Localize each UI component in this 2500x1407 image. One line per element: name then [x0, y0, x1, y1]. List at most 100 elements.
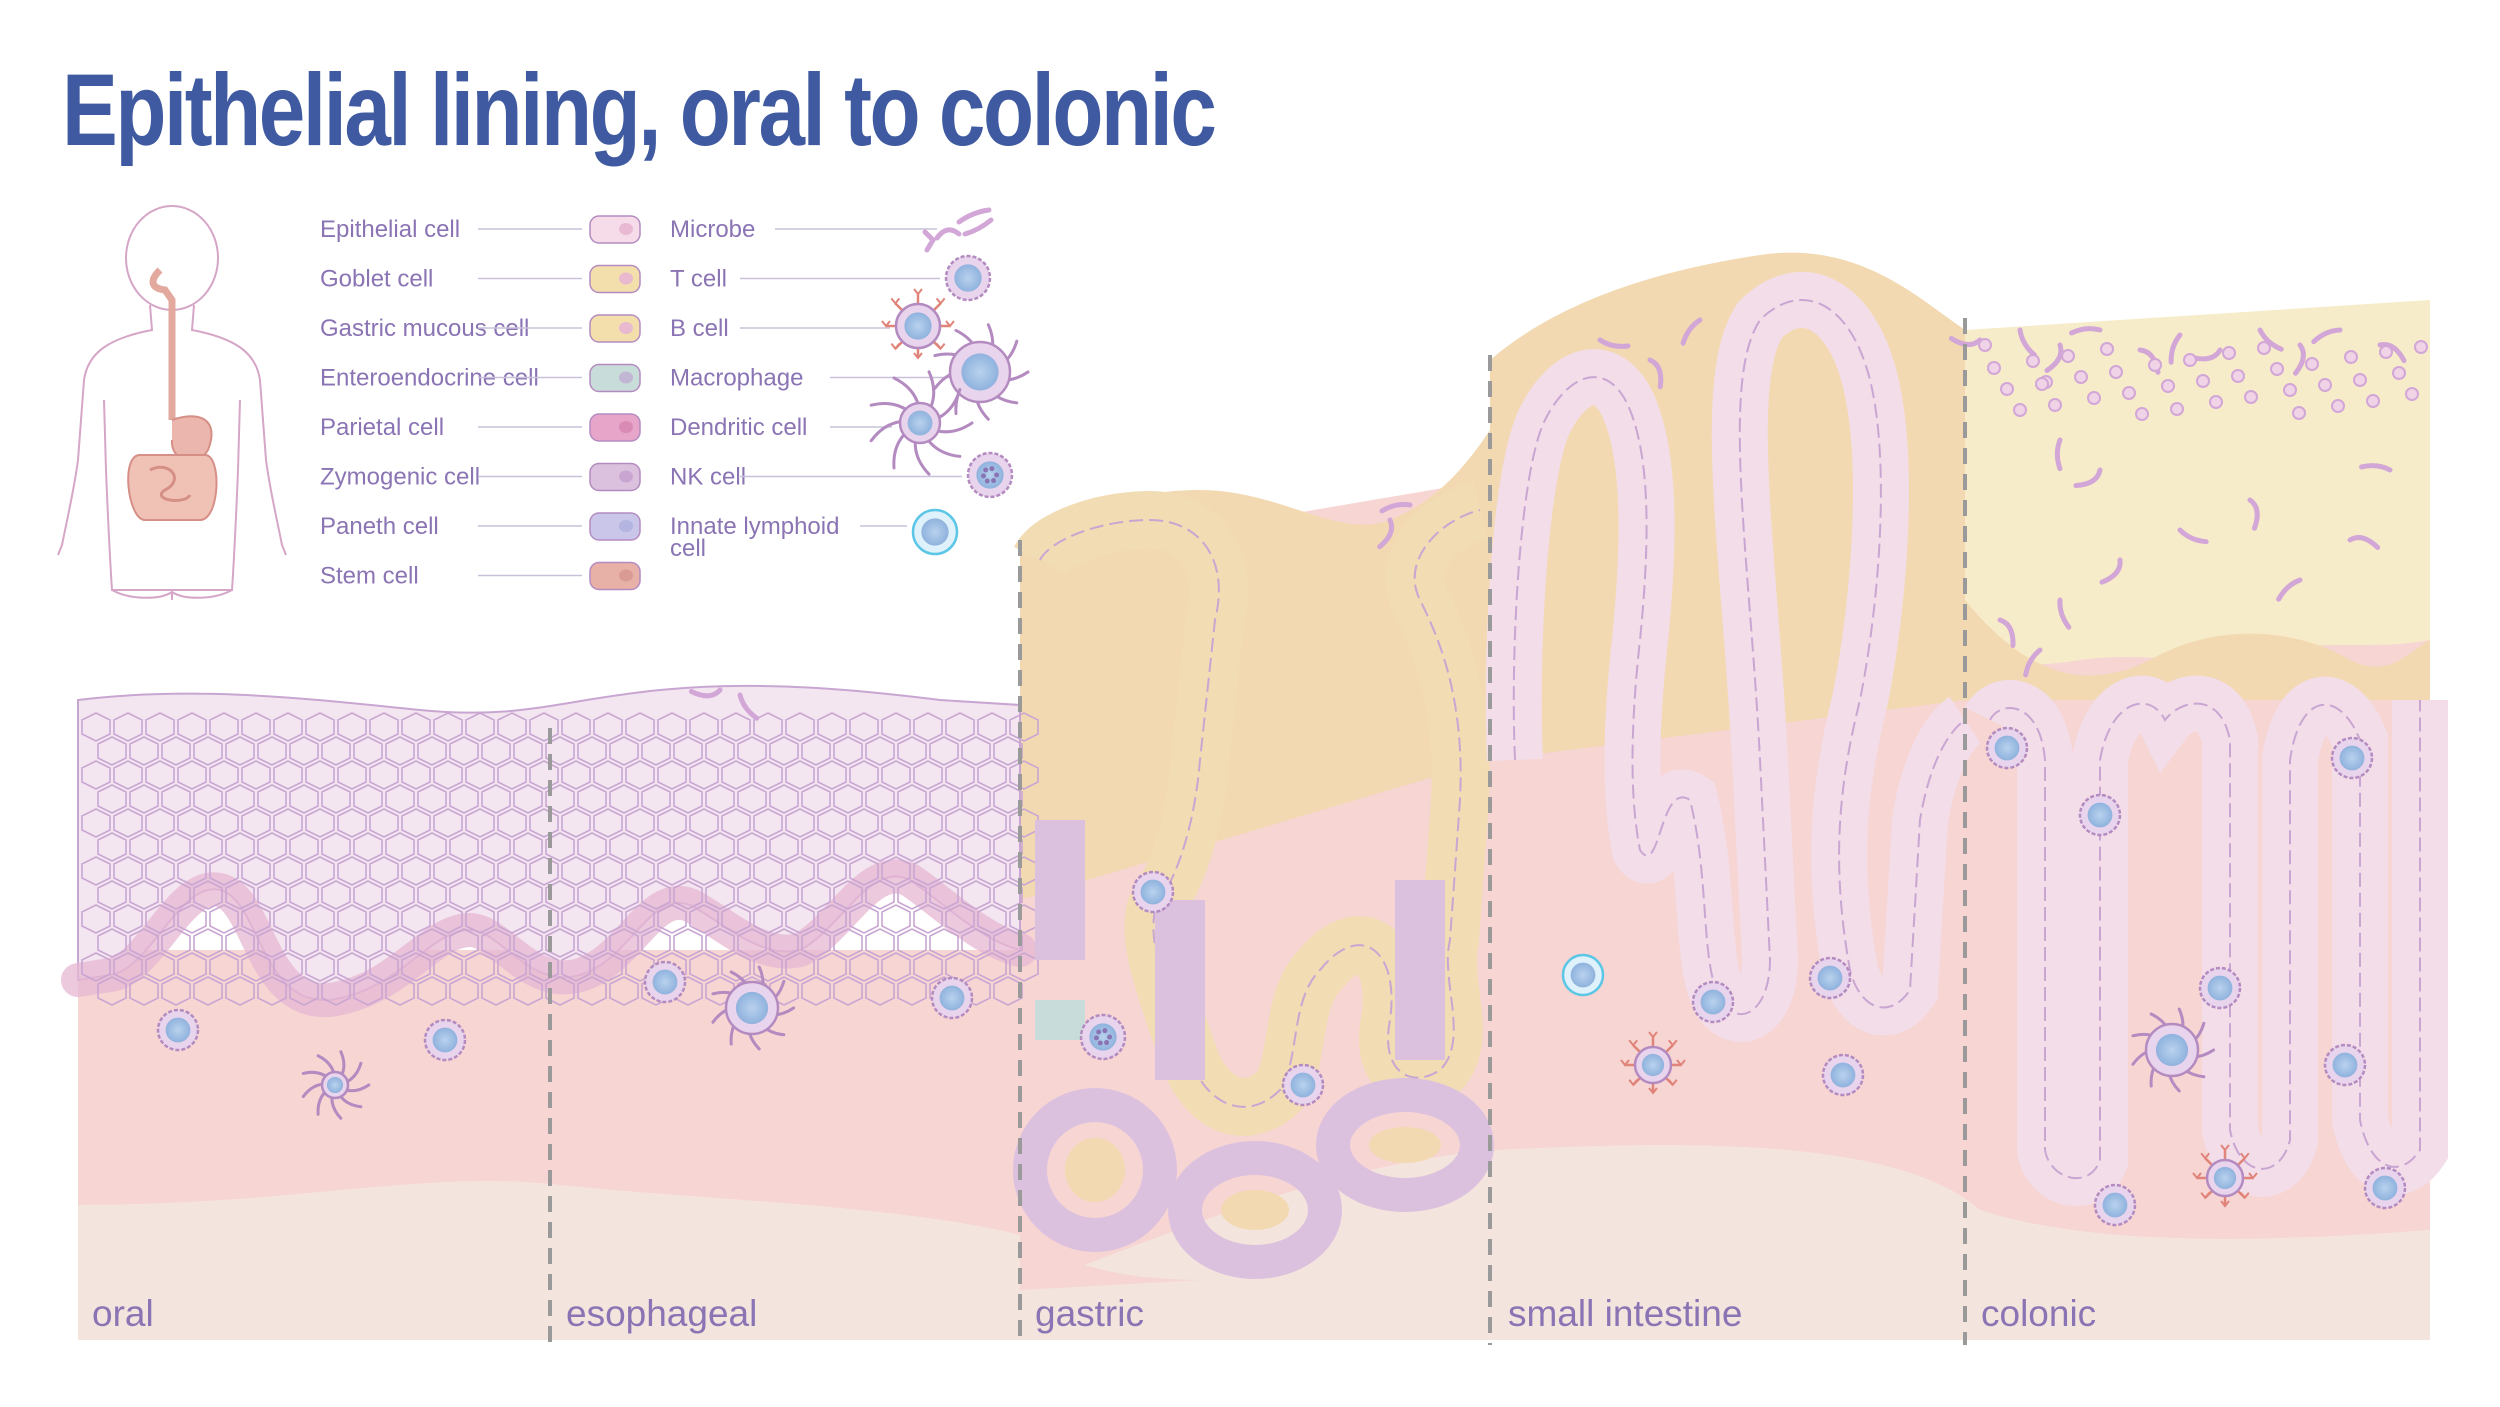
- squamous-cell: [673, 880, 703, 910]
- squamous-cell: [417, 736, 447, 766]
- squamous-cell: [833, 928, 863, 958]
- squamous-cell: [97, 736, 127, 766]
- squamous-cell: [401, 712, 431, 742]
- squamous-cell: [849, 856, 879, 886]
- squamous-cell: [385, 784, 415, 814]
- squamous-cell: [225, 832, 255, 862]
- squamous-cell: [193, 784, 223, 814]
- legend-label: Parietal cell: [320, 414, 444, 441]
- squamous-cell: [273, 808, 303, 838]
- squamous-cell: [401, 952, 431, 982]
- squamous-cell: [609, 832, 639, 862]
- squamous-cell: [225, 928, 255, 958]
- microbe: [1680, 317, 1703, 346]
- squamous-cell: [897, 784, 927, 814]
- squamous-cell: [817, 952, 847, 982]
- squamous-cell: [721, 856, 751, 886]
- squamous-cell: [561, 904, 591, 934]
- squamous-cell: [801, 832, 831, 862]
- squamous-cell: [929, 880, 959, 910]
- microbe-coccus: [2109, 365, 2123, 379]
- squamous-cell: [865, 832, 895, 862]
- region-dividers: [548, 318, 1967, 1345]
- microbe-coccus: [2392, 366, 2406, 380]
- t-cell-icon: [1808, 956, 1852, 1000]
- squamous-cell: [353, 784, 383, 814]
- squamous-cell: [337, 712, 367, 742]
- squamous-cell: [737, 880, 767, 910]
- squamous-cell: [193, 832, 223, 862]
- squamous-cell: [129, 928, 159, 958]
- squamous-cell: [481, 736, 511, 766]
- squamous-cell: [577, 928, 607, 958]
- t-cell-icon: [1821, 1053, 1865, 1097]
- squamous-cell: [785, 856, 815, 886]
- epithelial-cell-icon: [589, 215, 641, 244]
- microbe-coccus: [2161, 379, 2175, 393]
- microbe-icon: [922, 207, 994, 253]
- squamous-cell: [785, 952, 815, 982]
- squamous-cell: [609, 976, 639, 1006]
- squamous-cell: [177, 712, 207, 742]
- squamous-cell: [385, 880, 415, 910]
- t-cell-icon: [423, 1018, 467, 1062]
- squamous-cell: [129, 976, 159, 1006]
- squamous-cell: [865, 736, 895, 766]
- squamous-cell: [609, 880, 639, 910]
- b-cell-icon: [1620, 1031, 1686, 1095]
- legend-label: Epithelial cell: [320, 216, 460, 243]
- microbe-coccus: [2405, 387, 2419, 401]
- squamous-cell: [497, 712, 527, 742]
- microbe-coccus: [2013, 403, 2027, 417]
- squamous-cell: [465, 808, 495, 838]
- squamous-cell: [481, 928, 511, 958]
- squamous-cell: [817, 712, 847, 742]
- squamous-cell: [945, 712, 975, 742]
- squamous-cell: [353, 928, 383, 958]
- squamous-cell: [177, 952, 207, 982]
- squamous-cell: [353, 832, 383, 862]
- squamous-cell: [993, 928, 1023, 958]
- microbe: [688, 687, 723, 699]
- squamous-cell: [833, 832, 863, 862]
- squamous-cell: [497, 952, 527, 982]
- squamous-cell: [689, 712, 719, 742]
- squamous-cell: [529, 856, 559, 886]
- squamous-cell: [241, 760, 271, 790]
- squamous-cell: [385, 736, 415, 766]
- squamous-cell: [513, 832, 543, 862]
- squamous-cell: [241, 808, 271, 838]
- legend-item-t-cell: T cell: [670, 254, 992, 302]
- microbe: [2054, 437, 2063, 472]
- squamous-cell: [513, 928, 543, 958]
- squamous-cell: [657, 760, 687, 790]
- microbe-coccus: [2231, 369, 2245, 383]
- squamous-cell: [865, 880, 895, 910]
- squamous-cell: [721, 952, 751, 982]
- legend-label: Dendritic cell: [670, 414, 807, 441]
- squamous-cell: [401, 808, 431, 838]
- microbe: [1997, 617, 2016, 649]
- legend-item-enteroendocrine-cell: Enteroendocrine cell: [320, 363, 641, 393]
- squamous-cell: [289, 832, 319, 862]
- squamous-cell: [593, 904, 623, 934]
- squamous-cell: [1009, 712, 1039, 742]
- squamous-cell: [433, 856, 463, 886]
- region-labels: oral esophageal gastric small intestine …: [92, 1293, 2096, 1334]
- squamous-cell: [689, 904, 719, 934]
- microbe-coccus: [2000, 382, 2014, 396]
- squamous-cell: [273, 856, 303, 886]
- squamous-cell: [353, 736, 383, 766]
- microbe: [2292, 342, 2306, 376]
- microbe-coccus: [2183, 353, 2197, 367]
- squamous-cell: [785, 712, 815, 742]
- microbe-coccus: [2074, 370, 2088, 384]
- squamous-cell: [769, 832, 799, 862]
- squamous-cell: [97, 880, 127, 910]
- squamous-cell: [577, 736, 607, 766]
- squamous-cell: [833, 880, 863, 910]
- squamous-cell: [721, 904, 751, 934]
- region-label-colonic: colonic: [1981, 1293, 2096, 1334]
- squamous-cell: [641, 736, 671, 766]
